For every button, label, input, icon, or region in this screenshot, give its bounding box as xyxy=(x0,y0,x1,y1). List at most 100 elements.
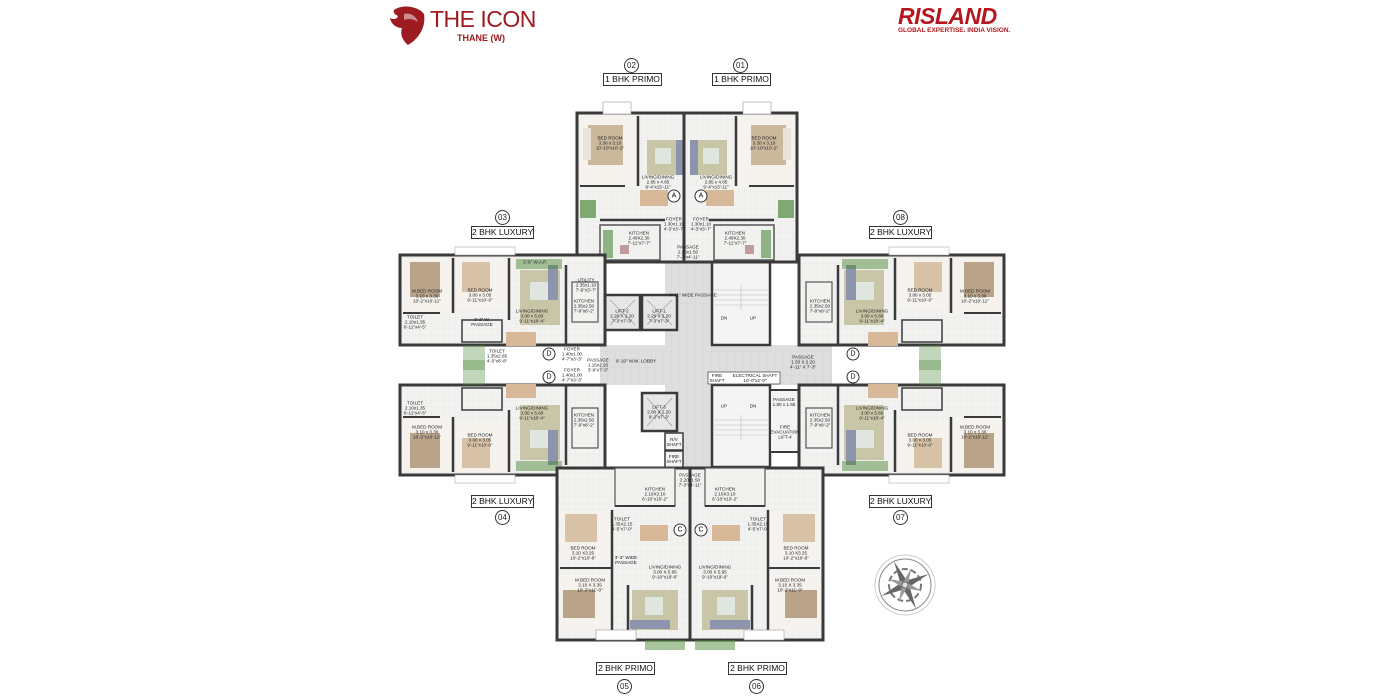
room-label-u03-passage: 3'-3" W.PASSAGE xyxy=(471,317,493,327)
room-name: FIRE xyxy=(668,454,680,459)
room-imperial: 10'-2"x10'-11" xyxy=(961,298,989,304)
room-metric: 2.35x2.50 xyxy=(809,417,831,423)
room-imperial: 4'-5"x7'-0" xyxy=(611,526,633,532)
unit-type-marker: A xyxy=(694,189,708,203)
unit-number: 03 xyxy=(495,210,510,225)
room-name: PASSAGE xyxy=(773,397,795,402)
room-metric: 3.00 X 5.95 xyxy=(653,569,677,575)
room-name: R/V xyxy=(670,437,678,442)
room-name: PASSAGE xyxy=(679,472,701,478)
room-name: TOILET xyxy=(613,516,630,522)
room-metric: 2.85 x 4.85 xyxy=(704,179,728,185)
room-name: TOILET xyxy=(489,348,505,354)
room-metric: 3.00 x 5.60 xyxy=(860,313,884,319)
unit-number: 07 xyxy=(893,510,908,525)
room-imperial: 7'-3"x4'-11" xyxy=(678,482,702,488)
room-name: M.BED ROOM xyxy=(959,288,991,294)
room-imperial: 10'-10"x10'-2" xyxy=(749,145,779,151)
room-label-stair2-up: UP xyxy=(721,404,727,409)
room-metric: 1.30x1.10 xyxy=(690,221,712,227)
lion-head-logo-icon xyxy=(390,6,425,45)
room-name: KITCHEN xyxy=(644,486,666,492)
room-metric: 2.20x1.50 xyxy=(679,477,701,483)
room-imperial: 10'-2"x10'-11" xyxy=(961,434,989,440)
room-imperial: 6'-11"x4'-5" xyxy=(403,410,427,416)
room-name: 8'-10" M.W. LOBBY xyxy=(615,358,657,364)
unit-type-label: 2 BHK PRIMO xyxy=(728,662,787,675)
room-metric: SHAFT xyxy=(666,442,682,447)
room-imperial: 7'-11"x7'-7" xyxy=(723,240,747,246)
room-name: DN xyxy=(720,315,728,321)
room-metric: 1.15x2.20 xyxy=(587,362,609,368)
room-name: BED ROOM xyxy=(467,432,493,438)
room-metric: 10'-0"x2'-0" xyxy=(743,378,767,383)
room-metric: 3.10 X3.25 xyxy=(784,550,808,556)
room-metric: PASSAGE xyxy=(471,322,493,327)
room-name: 3'-3" W. xyxy=(474,317,490,322)
room-metric: 1.40x1.00 xyxy=(561,351,583,357)
room-imperial: 9'-2"x7'-3" xyxy=(648,414,670,420)
room-imperial: LIFT-4 xyxy=(778,434,792,440)
project-logo: THE ICON THANE (W) xyxy=(388,4,536,51)
unit-type-label: 1 BHK PRIMO xyxy=(712,73,771,86)
room-name: LIVING/DINING xyxy=(855,308,889,314)
room-metric: PASSAGE xyxy=(615,560,637,565)
room-name: 4'-11" WIDE PASSAGE xyxy=(669,292,717,298)
room-metric: 1.35X2.15 xyxy=(611,521,633,527)
room-metric: 2.35x2.50 xyxy=(573,417,595,423)
room-name: TOILET xyxy=(407,400,423,406)
room-name: FOYER xyxy=(564,367,580,373)
room-name: LIVING/DINING xyxy=(855,405,889,411)
unit-type-label: 2 BHK LUXURY xyxy=(869,226,932,239)
room-name: UP xyxy=(720,403,728,409)
room-imperial: 7'-3"x7'-3" xyxy=(611,318,633,324)
room-name: LIVING/DINING xyxy=(641,174,675,180)
room-metric: 3.10 X 3.35 xyxy=(578,582,602,588)
room-name: KITCHEN xyxy=(573,412,595,418)
room-imperial: 7'-3"x7'-3" xyxy=(648,318,670,324)
unit-type-label: 1 BHK PRIMO xyxy=(603,73,662,86)
room-imperial: 10'-2"x11'-0" xyxy=(577,587,603,593)
room-metric: 2.20 X 2.20 xyxy=(610,313,634,319)
room-metric: 3.10 x 3.30 xyxy=(963,429,987,435)
room-metric: 3.00 x 5.60 xyxy=(520,313,544,319)
room-imperial: 4'-11" X 7'-3" xyxy=(789,364,817,370)
room-imperial: 9'-11"x10'-0" xyxy=(467,297,493,303)
room-name: BED ROOM xyxy=(570,545,596,551)
unit-number: 02 xyxy=(624,58,639,73)
room-metric: EVACUATION xyxy=(770,429,800,435)
unit-type-label: 2 BHK PRIMO xyxy=(596,662,655,675)
room-name: FOYER xyxy=(666,216,682,222)
room-metric: 2.40X2.30 xyxy=(724,235,746,241)
room-name: LIVING/DINING xyxy=(698,564,732,570)
room-name: UP xyxy=(749,315,757,321)
room-name: M.BED ROOM xyxy=(574,577,606,583)
room-imperial: 10'-2"x11'-0" xyxy=(777,587,803,593)
room-metric: 3.10 x 3.30 xyxy=(415,293,439,299)
room-name: BED ROOM xyxy=(751,135,777,141)
room-imperial: 9'-4"x15'-11" xyxy=(703,184,729,190)
room-name: DN xyxy=(749,403,757,409)
room-metric: 2.80 X 2.20 xyxy=(647,409,671,415)
unit-type-label: 2 BHK LUXURY xyxy=(869,495,932,508)
room-metric: 1.35X2.15 xyxy=(747,521,769,527)
